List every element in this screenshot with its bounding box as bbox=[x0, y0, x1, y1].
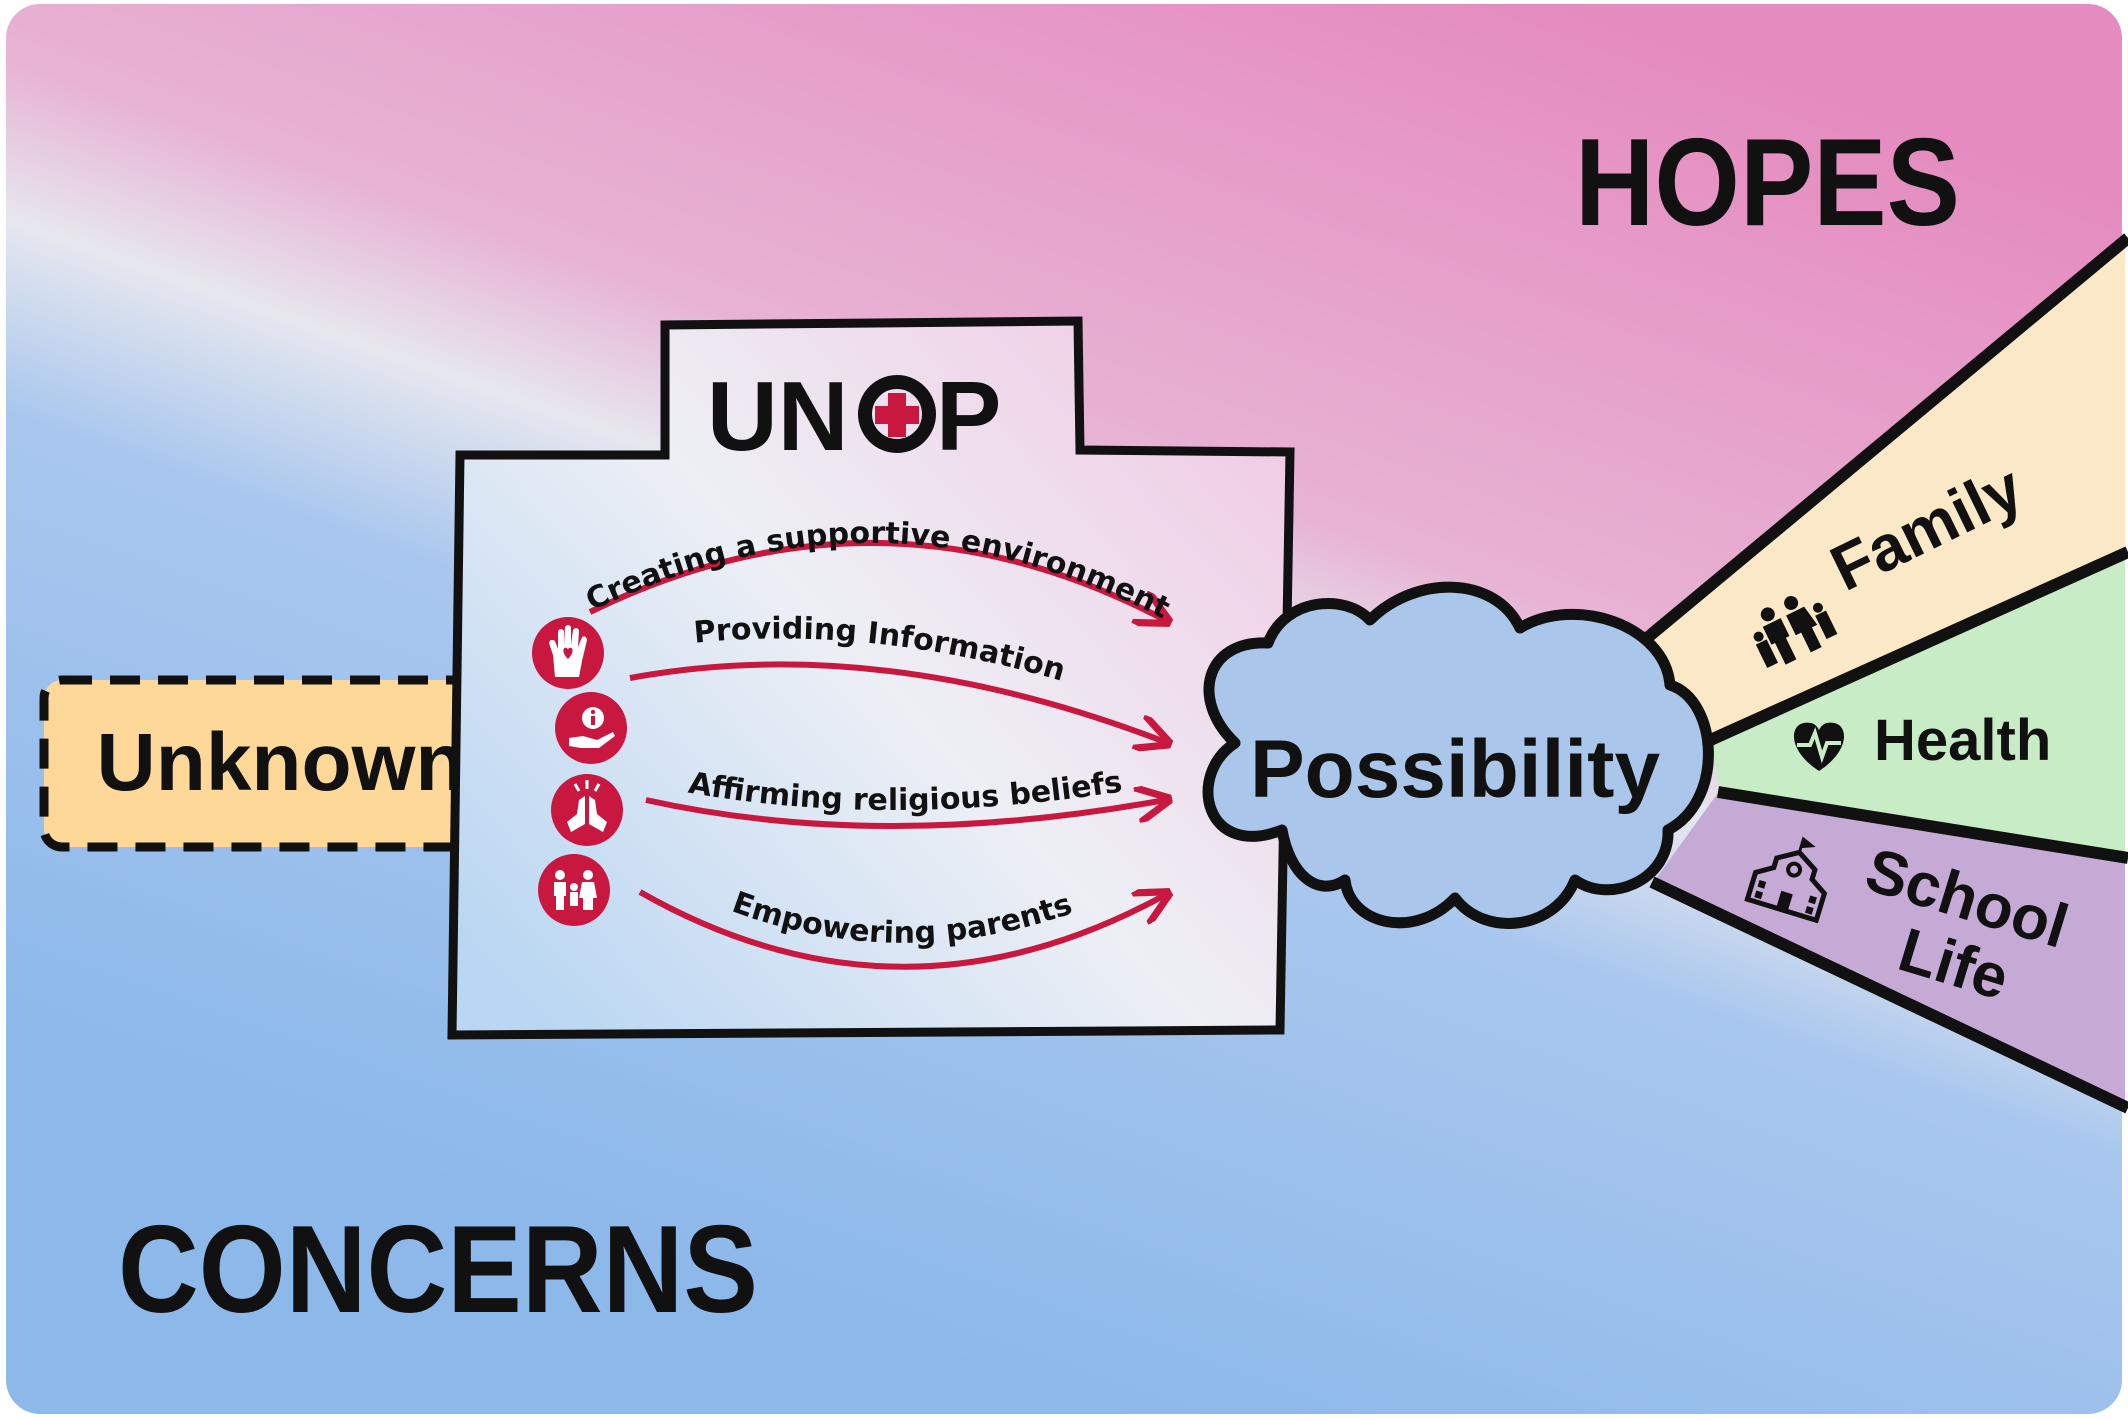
unop-title: UN P bbox=[707, 361, 1001, 471]
parents-child-icon bbox=[538, 854, 610, 926]
praying-hands-icon bbox=[551, 774, 623, 846]
possibility-label: Possibility bbox=[1250, 724, 1661, 815]
possibility-cloud: Possibility bbox=[1202, 581, 1714, 929]
unop-box: UN P Creating a supportive environment P… bbox=[447, 316, 1295, 1040]
concerns-heading: CONCERNS bbox=[118, 1201, 758, 1339]
family-icon bbox=[1753, 595, 1838, 669]
unop-title-p: P bbox=[936, 361, 1001, 471]
school-icon bbox=[1744, 836, 1828, 924]
info-hand-icon bbox=[555, 692, 627, 764]
wedge-health bbox=[1710, 555, 2125, 855]
outcome-wedges: Family Health School Life bbox=[1631, 233, 2128, 1114]
outcome-label-health: Health bbox=[1874, 708, 2051, 773]
unop-title-un: UN bbox=[707, 361, 849, 471]
hopes-heading: HOPES bbox=[1575, 114, 1960, 252]
unknown-box: Unknown bbox=[39, 675, 523, 852]
hand-heart-icon bbox=[532, 617, 604, 689]
medical-cross-o-icon bbox=[858, 375, 936, 453]
unknown-label: Unknown bbox=[97, 717, 466, 808]
outcome-health: Health bbox=[1793, 708, 2051, 773]
heart-pulse-icon bbox=[1793, 722, 1845, 771]
red-cross-icon bbox=[875, 393, 919, 437]
